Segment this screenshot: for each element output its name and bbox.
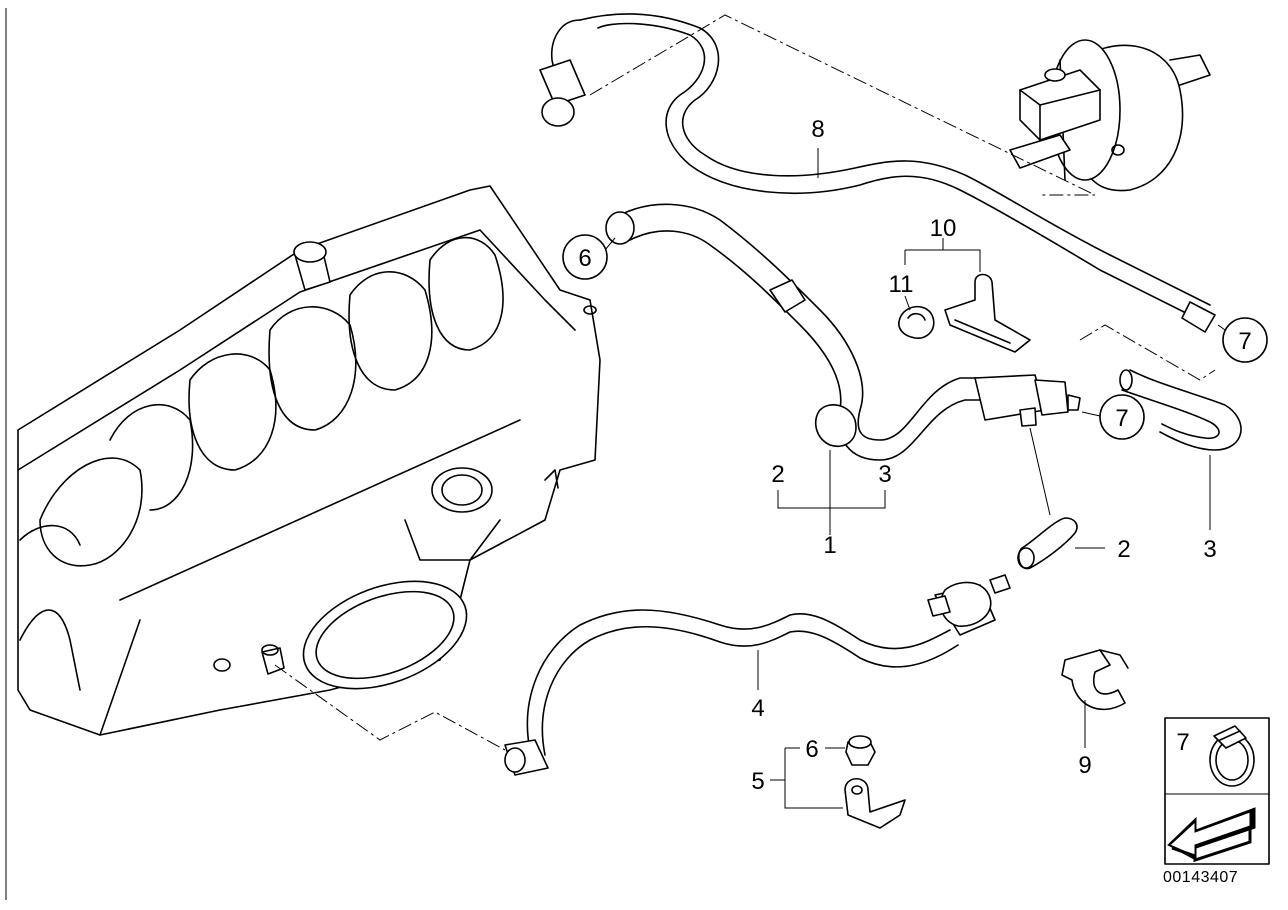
callout-3-right: 3 xyxy=(1203,536,1216,563)
callout-8: 8 xyxy=(811,116,824,143)
bracket-part-10 xyxy=(944,273,1031,353)
hose-part-8 xyxy=(539,13,1216,333)
callout-11: 11 xyxy=(889,271,914,298)
callout-circle-7-left xyxy=(562,234,608,280)
callout-1: 1 xyxy=(823,532,836,559)
hose-part-4 xyxy=(504,574,1011,776)
hose-clamp-icon xyxy=(1209,725,1255,787)
callout-9: 9 xyxy=(1078,752,1091,779)
arrow-icon xyxy=(1167,807,1256,863)
clip-part-11 xyxy=(898,305,935,339)
callout-3-left: 3 xyxy=(878,461,891,488)
callout-4: 4 xyxy=(751,695,764,722)
callout-10: 10 xyxy=(930,215,957,242)
legend-number: 7 xyxy=(1176,729,1189,756)
callout-2-left: 2 xyxy=(771,461,784,488)
leader-lines xyxy=(274,14,1229,809)
callout-7-middle: 7 xyxy=(1115,405,1128,432)
callout-7-left: 6 xyxy=(578,245,591,272)
nut-part-6 xyxy=(845,735,876,766)
callout-circle-7-middle xyxy=(1099,394,1145,440)
hose-part-2 xyxy=(1017,517,1078,570)
callout-7-right: 7 xyxy=(1238,328,1251,355)
callout-2-right: 2 xyxy=(1117,536,1130,563)
brake-booster xyxy=(1009,39,1211,192)
diagram-code: 00143407 xyxy=(1163,869,1238,886)
callout-6: 6 xyxy=(805,736,818,763)
legend-box: 7 xyxy=(1164,717,1270,865)
hose-part-1 xyxy=(605,203,1081,461)
callout-circle-7-right xyxy=(1222,317,1268,363)
bracket-part-5 xyxy=(844,777,906,829)
hose-part-3 xyxy=(1119,369,1242,451)
clip-part-9 xyxy=(1061,649,1129,711)
callout-5: 5 xyxy=(751,768,764,795)
intake-manifold xyxy=(17,185,601,736)
